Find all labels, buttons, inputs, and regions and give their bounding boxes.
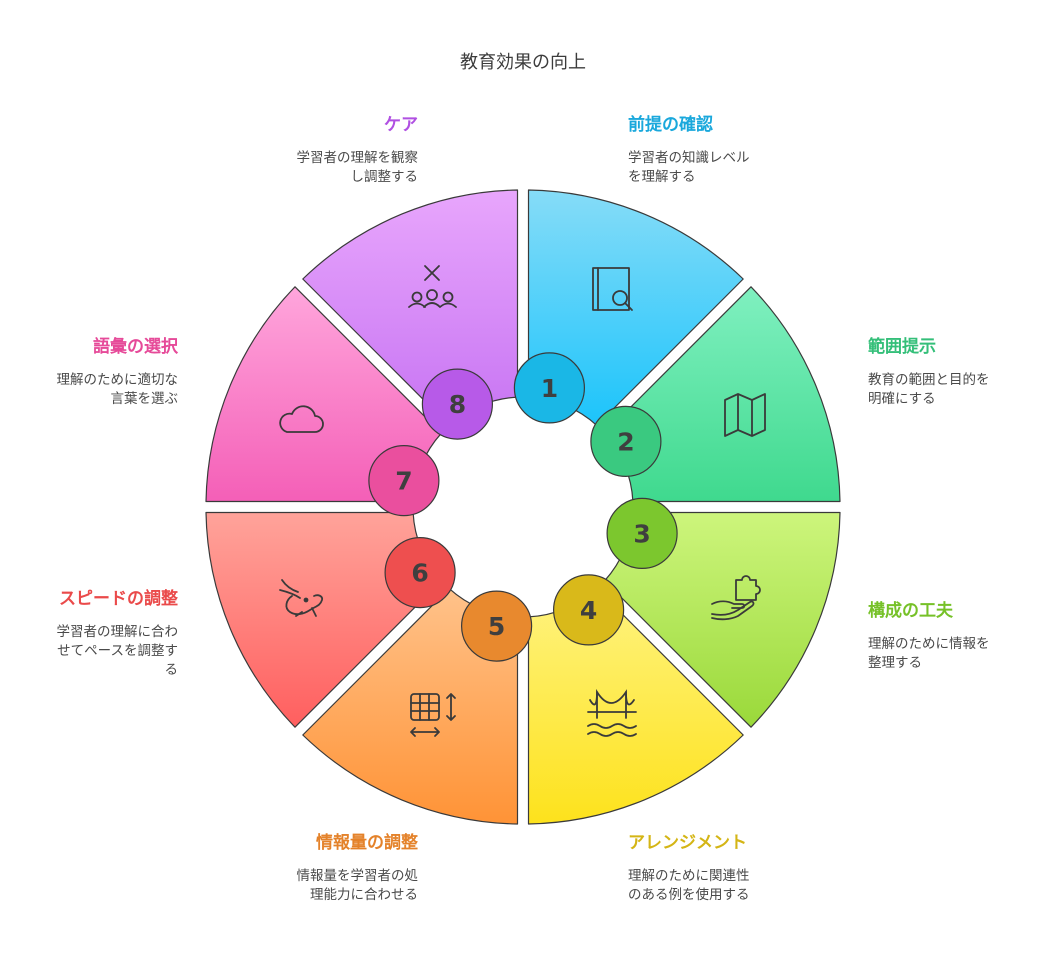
- label-4-desc-line: 理解のために関連性: [628, 868, 750, 884]
- label-5: 情報量の調整 情報量を学習者の処 理能力に合わせる: [218, 828, 419, 905]
- label-8-desc-line: 学習者の理解を観察: [296, 150, 419, 166]
- label-6-title: スピードの調整: [59, 589, 178, 609]
- label-7-desc: 理解のために適切な 言葉を選ぶ: [0, 371, 179, 409]
- label-3: 構成の工夫 理解のために情報を 整理する: [868, 596, 1046, 673]
- label-1-desc: 学習者の知識レベル を理解する: [628, 149, 828, 187]
- label-3-desc: 理解のために情報を 整理する: [868, 635, 1046, 673]
- label-6-desc: 学習者の理解に合わ せてペースを調整す る: [0, 623, 179, 680]
- label-7-desc-line: 理解のために適切な: [56, 372, 179, 388]
- rabbit-icon: [279, 579, 324, 617]
- label-4: アレンジメント 理解のために関連性 のある例を使用する: [628, 828, 828, 905]
- step-number-4: 4: [580, 596, 597, 625]
- book-search-icon: [592, 267, 633, 311]
- step-circle-1: 1: [513, 352, 586, 424]
- step-circle-7: 7: [368, 445, 440, 517]
- diagram-title: 教育効果の向上: [460, 52, 586, 73]
- step-circle-2: 2: [590, 405, 662, 477]
- step-number-5: 5: [488, 612, 505, 641]
- step-number-6: 6: [411, 559, 428, 588]
- step-number-1: 1: [541, 374, 558, 403]
- step-circle-6: 6: [384, 536, 456, 609]
- label-7: 語彙の選択 理解のために適切な 言葉を選ぶ: [0, 332, 179, 409]
- label-6: スピードの調整 学習者の理解に合わ せてペースを調整す る: [0, 584, 179, 680]
- label-4-title: アレンジメント: [628, 833, 747, 853]
- label-2: 範囲提示 教育の範囲と目的を 明確にする: [868, 332, 1046, 409]
- label-5-desc: 情報量を学習者の処 理能力に合わせる: [218, 867, 419, 905]
- label-4-desc-line: のある例を使用する: [628, 887, 750, 903]
- step-circle-3: 3: [606, 497, 678, 570]
- step-number-7: 7: [395, 467, 412, 496]
- label-4-desc: 理解のために関連性 のある例を使用する: [628, 867, 828, 905]
- step-circle-5: 5: [461, 590, 533, 662]
- label-8-desc-line: し調整する: [350, 169, 419, 185]
- label-3-desc-line: 整理する: [868, 655, 922, 671]
- table-resize-icon: [410, 693, 456, 737]
- label-7-desc-line: 言葉を選ぶ: [110, 391, 179, 407]
- step-number-2: 2: [617, 427, 634, 456]
- label-1-desc-line: を理解する: [628, 169, 696, 185]
- step-circle-8: 8: [421, 368, 493, 440]
- label-2-desc-line: 明確にする: [868, 391, 936, 407]
- label-6-desc-line: 学習者の理解に合わ: [56, 624, 179, 640]
- label-5-desc-line: 理能力に合わせる: [310, 887, 418, 903]
- label-1: 前提の確認 学習者の知識レベル を理解する: [628, 110, 828, 187]
- label-8: ケア 学習者の理解を観察 し調整する: [218, 110, 419, 187]
- label-1-desc-line: 学習者の知識レベル: [628, 150, 750, 166]
- label-8-title: ケア: [384, 115, 418, 135]
- step-number-3: 3: [633, 519, 650, 548]
- step-circle-4: 4: [552, 574, 625, 646]
- label-5-title: 情報量の調整: [316, 833, 418, 853]
- label-2-desc-line: 教育の範囲と目的を: [868, 372, 990, 388]
- people-care-icon: [408, 265, 457, 308]
- cloud-icon: [279, 405, 324, 433]
- step-number-8: 8: [449, 390, 466, 419]
- label-2-desc: 教育の範囲と目的を 明確にする: [868, 371, 1046, 409]
- label-3-title: 構成の工夫: [868, 601, 953, 621]
- label-1-title: 前提の確認: [628, 115, 713, 135]
- label-2-title: 範囲提示: [868, 337, 936, 357]
- label-7-title: 語彙の選択: [93, 337, 178, 357]
- label-6-desc-line: る: [164, 662, 179, 678]
- label-8-desc: 学習者の理解を観察 し調整する: [218, 149, 419, 187]
- label-3-desc-line: 理解のために情報を: [868, 636, 990, 652]
- label-6-desc-line: せてペースを調整す: [57, 643, 178, 659]
- label-5-desc-line: 情報量を学習者の処: [296, 868, 419, 884]
- puzzle-hand-icon: [711, 575, 761, 621]
- bridge-icon: [587, 688, 637, 737]
- map-icon: [724, 393, 766, 437]
